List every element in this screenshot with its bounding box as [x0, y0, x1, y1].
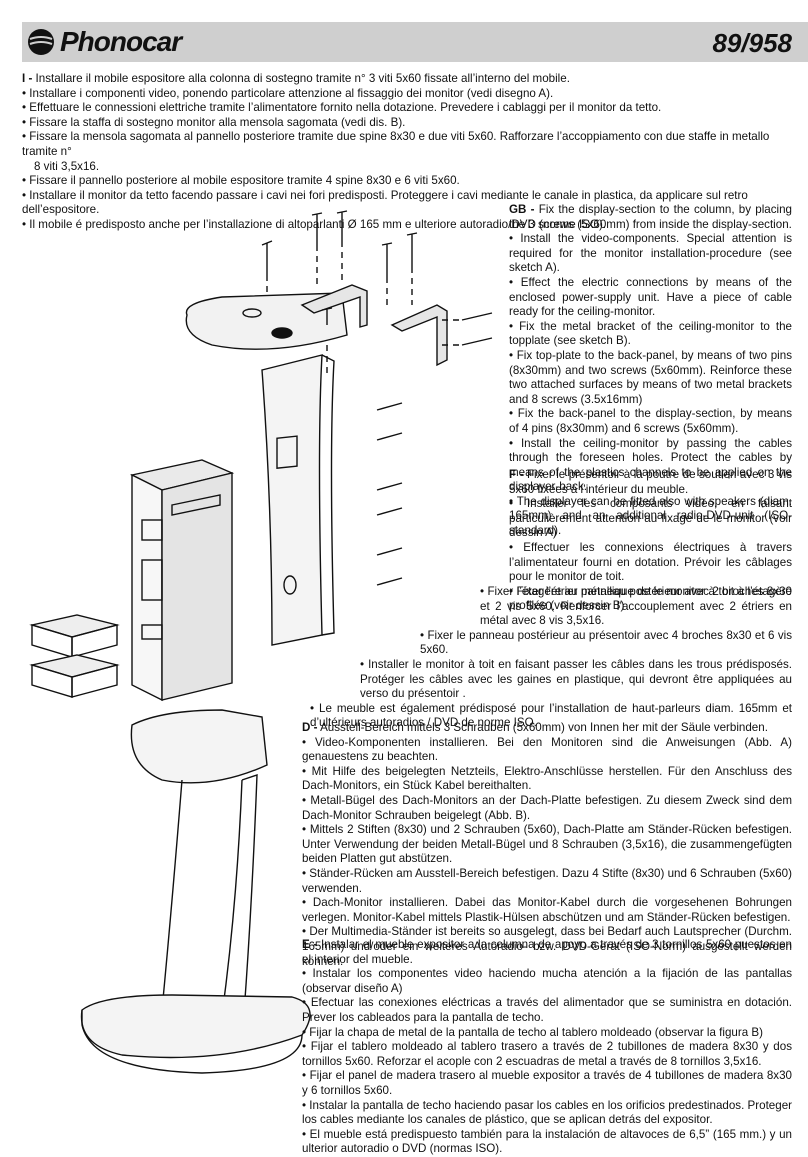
f-line: Fixer le présentoir à la poutre de souti… [509, 468, 792, 496]
d-line: • Video-Komponenten installieren. Bei de… [302, 735, 792, 764]
f-line: • Fixer l’étrier métallique de le monito… [509, 584, 792, 613]
assembly-drawing [29, 210, 493, 1074]
brand-logo: Phonocar [26, 26, 182, 58]
gb-line: • The displayer can be fitted also with … [509, 494, 792, 538]
it-item: • Effettuare le connessioni elettriche t… [22, 101, 662, 115]
d-line: • Metall-Bügel des Dach-Monitors an der … [302, 793, 792, 822]
f-line: • Effectuer les connexions électriques à… [509, 540, 792, 584]
f-line: • Installer les composants vidéo, en fai… [509, 497, 792, 540]
d-line: • Dach-Monitor installieren. Dabei das M… [302, 896, 792, 924]
column-stand [80, 709, 311, 1074]
side-screws [376, 402, 403, 586]
gb-lead: GB - [509, 203, 535, 216]
guide-lines [266, 241, 462, 375]
gb-line: • Install the ceiling-monitor by passing… [509, 436, 792, 494]
f-line: • Fixer le panneau postérieur au présent… [420, 628, 792, 657]
italian-section: I - Installare il mobile espositore alla… [22, 72, 792, 233]
e-line: • Efectuar las conexiones eléctricas a t… [302, 996, 792, 1024]
header-bar: Phonocar 89/958 [22, 22, 808, 62]
gb-line: • Effect the electric connections by mea… [509, 275, 792, 319]
gb-line: Fix the display-section to the column, b… [509, 203, 792, 231]
back-panel [261, 354, 335, 646]
d-line: Ausstell-Bereich mittels 3 Schrauben (5x… [320, 721, 768, 734]
it-item: • Installare i componenti video, ponendo… [22, 86, 554, 100]
it-item: • Fissare il pannello posteriore al mobi… [22, 174, 460, 188]
d-line: • Ständer-Rücken am Ausstell-Bereich bef… [302, 866, 792, 895]
metal-brackets [300, 284, 448, 367]
german-section: D - Ausstell-Bereich mittels 3 Schrauben… [302, 721, 792, 969]
e-line: • Fijar el panel de madera trasero al mu… [302, 1069, 792, 1097]
it-lead: I - [22, 72, 33, 85]
spanish-section: E - Instalar el mueble expositor a la co… [302, 938, 792, 1157]
it-item: • Fissare la mensola sagomata al pannell… [22, 130, 770, 158]
e-line: • Fijar la chapa de metal de la pantalla… [302, 1025, 763, 1039]
it-item: 8 viti 3,5x16. [34, 159, 100, 173]
d-line: • Mittels 2 Stiften (8x30) und 2 Schraub… [302, 823, 792, 866]
dvd-units [29, 614, 120, 698]
it-item: Installare il mobile espositore alla col… [35, 72, 570, 85]
english-section: GB - Fix the display-section to the colu… [509, 203, 792, 539]
phonocar-logo-icon [28, 29, 54, 55]
it-item: • Il mobile é predisposto anche per l’in… [22, 217, 607, 231]
gb-line: • Fix top-plate to the back-panel, by me… [509, 348, 792, 406]
model-number: 89/958 [712, 28, 792, 58]
e-line: • El mueble está predispuesto también pa… [302, 1127, 792, 1156]
e-lead: E - [302, 938, 318, 951]
f-line: • Installer le monitor à toit en faisant… [360, 657, 792, 701]
display-cabinet [129, 459, 235, 702]
french-section-wide: • Fixer l’étagère au panneau postérieur … [300, 585, 792, 731]
gb-line: • Fix the back-panel to the display-sect… [509, 407, 792, 435]
f-lead: F - [509, 468, 524, 481]
d-line: • Mit Hilfe des beigelegten Netzteils, E… [302, 764, 792, 793]
gb-line: • Fix the metal bracket of the ceiling-m… [509, 319, 792, 348]
d-lead: D - [302, 721, 318, 734]
top-screws [261, 210, 493, 346]
e-line: Instalar el mueble expositor a la column… [302, 938, 792, 966]
f-line: • Fixer l’étagère au panneau postérieur … [480, 585, 792, 628]
e-line: • Instalar los componentes video haciend… [302, 967, 792, 995]
it-item: • Installare il monitor da tetto facendo… [22, 188, 748, 217]
f-line: • Le meuble est également prédisposé pou… [310, 701, 792, 730]
french-section: F - Fixer le présentoir à la poutre de s… [509, 468, 792, 614]
e-line: • Fijar el tablero moldeado al tablero t… [302, 1040, 792, 1068]
e-line: • Instalar la pantalla de techo haciendo… [302, 1098, 793, 1127]
brand-name: Phonocar [60, 26, 182, 57]
gb-line: • Install the video-components. Special … [509, 232, 792, 275]
d-line: • Der Multimedia-Ständer ist bereits so … [302, 925, 792, 968]
it-item: • Fissare la staffa di sostegno monitor … [22, 115, 406, 129]
